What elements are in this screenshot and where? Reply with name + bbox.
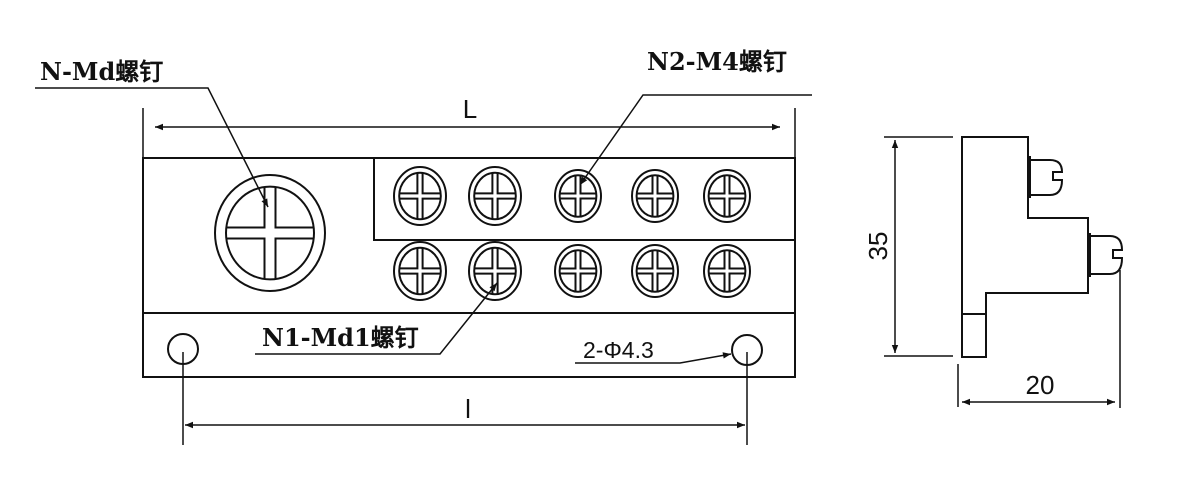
side-view: [961, 136, 1124, 358]
dimension-L-label: L: [463, 94, 477, 124]
callout-n2-m4-label: N2-M4螺钉: [647, 47, 787, 76]
dimension-l: l: [182, 352, 748, 445]
screw-bottom-row: [393, 241, 447, 301]
callout-n2-m4: N2-M4螺钉: [579, 47, 812, 186]
dimension-l-label: l: [465, 394, 471, 424]
callout-holes: 2-Φ4.3: [575, 337, 732, 364]
dimension-35-label: 35: [863, 232, 893, 261]
callout-n-md-label: N-Md螺钉: [40, 57, 163, 86]
upper-terminal-section: [373, 158, 795, 241]
screw-top-row: [468, 166, 522, 226]
side-screw-bottom: [1087, 233, 1124, 277]
screw-bottom-row: [703, 244, 751, 298]
callout-n1-md1-label: N1-Md1螺钉: [262, 323, 419, 352]
large-screw-n-md: [214, 174, 326, 292]
side-screw-top: [1027, 156, 1064, 198]
screw-top-row: [631, 169, 679, 223]
front-view: [142, 157, 796, 378]
dimension-35: 35: [863, 136, 953, 357]
screw-bottom-row: [631, 244, 679, 298]
screw-group: [214, 166, 751, 301]
dimension-L: L: [142, 94, 796, 158]
screw-top-row: [393, 166, 447, 226]
dimension-20: 20: [957, 270, 1121, 408]
dimension-20-label: 20: [1026, 370, 1055, 400]
screw-bottom-row: [554, 244, 602, 298]
callout-n1-md1: N1-Md1螺钉: [255, 282, 498, 355]
callout-holes-label: 2-Φ4.3: [583, 337, 654, 363]
block-outline: [142, 157, 796, 378]
callout-n-md: N-Md螺钉: [35, 57, 269, 208]
screw-bottom-row: [468, 241, 522, 301]
screw-top-row: [554, 169, 602, 223]
screw-top-row: [703, 169, 751, 223]
